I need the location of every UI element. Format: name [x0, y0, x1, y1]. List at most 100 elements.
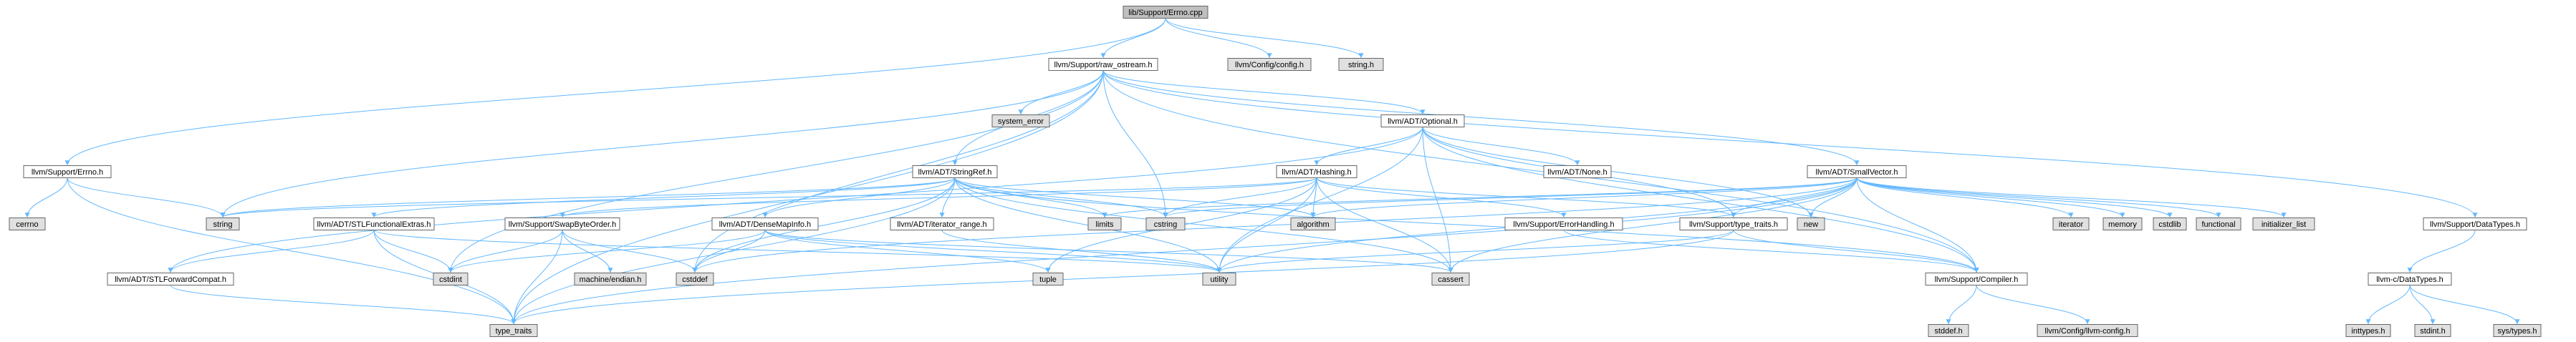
node-label: llvm-c/DataTypes.h	[2376, 275, 2443, 284]
edge-smallvector-to-cstdlib	[1856, 177, 2173, 218]
node-cstring: cstring	[1145, 218, 1186, 230]
node-stringref[interactable]: llvm/ADT/StringRef.h	[912, 165, 998, 178]
node-box	[2345, 324, 2391, 337]
node-sys-types-h: sys/types.h	[2493, 324, 2542, 337]
edge-raw_ostream-to-cstdint	[448, 70, 1104, 273]
node-stlforward[interactable]: llvm/ADT/STLForwardCompat.h	[107, 273, 234, 285]
node-label: stdint.h	[2420, 327, 2445, 336]
node-label: llvm/ADT/STLForwardCompat.h	[115, 275, 226, 284]
node-box	[2153, 218, 2187, 230]
node-box	[1048, 58, 1158, 71]
node-box	[9, 218, 46, 230]
node-datatypes[interactable]: llvm/Support/DataTypes.h	[2423, 218, 2527, 230]
edge-swapbyteorder-to-cstddef	[562, 230, 698, 273]
edge-support_errno-to-string	[67, 177, 226, 218]
node-label: llvm/Support/Errno.h	[32, 168, 103, 177]
edge-errno_cpp-to-support_errno	[64, 18, 1166, 166]
node-label: cstdlib	[2158, 220, 2181, 229]
edge-smallvector-to-iterator	[1856, 177, 2074, 218]
node-label: cerrno	[16, 220, 38, 229]
edge-swapbyteorder-to-type_traits	[511, 230, 563, 325]
node-raw-ostream[interactable]: llvm/Support/raw_ostream.h	[1048, 58, 1158, 71]
edge-optional-to-hashing	[1314, 127, 1423, 166]
node-errorhandling[interactable]: llvm/Support/ErrorHandling.h	[1504, 218, 1623, 230]
node-box	[2037, 324, 2138, 337]
edge-optional-to-new	[1422, 127, 1814, 218]
node-box	[433, 273, 468, 285]
node-label: llvm/ADT/SmallVector.h	[1816, 168, 1898, 177]
node-compiler[interactable]: llvm/Support/Compiler.h	[1925, 273, 2028, 285]
node-algorithm: algorithm	[1290, 218, 1336, 230]
node-box	[1145, 218, 1186, 230]
node-layer: lib/Support/Errno.cpp llvm/Support/raw_os…	[9, 6, 2542, 337]
node-box	[912, 165, 998, 178]
node-cassert: cassert	[1431, 273, 1470, 285]
node-label: llvm/ADT/STLFunctionalExtras.h	[317, 220, 431, 229]
edge-stringref-to-densemapinfo	[762, 177, 956, 218]
node-label: machine/endian.h	[580, 275, 642, 284]
edge-raw_ostream-to-compiler	[1102, 70, 1979, 273]
node-label: llvm/Config/config.h	[1235, 61, 1304, 69]
node-stdint-h: stdint.h	[2414, 324, 2451, 337]
node-new: new	[1797, 218, 1825, 230]
node-box	[313, 218, 435, 230]
edge-hashing-to-type_traits_h	[1316, 177, 1736, 218]
node-machine-endian: machine/endian.h	[574, 273, 647, 285]
node-functional: functional	[2196, 218, 2241, 230]
edge-stringref-to-cstddef	[692, 177, 956, 273]
node-iterator-range[interactable]: llvm/ADT/iterator_range.h	[890, 218, 994, 230]
node-label: string.h	[1348, 61, 1374, 69]
node-hashing[interactable]: llvm/ADT/Hashing.h	[1276, 165, 1357, 178]
node-label: llvm/ADT/DenseMapInfo.h	[719, 220, 811, 229]
edge-raw_ostream-to-cstddef	[692, 70, 1104, 273]
edge-optional-to-stlforward	[168, 127, 1423, 273]
node-box	[1032, 273, 1064, 285]
node-box	[2414, 324, 2451, 337]
node-box	[23, 165, 112, 178]
edge-densemapinfo-to-tuple	[764, 230, 1051, 273]
node-box	[1431, 273, 1470, 285]
edge-smallvector-to-compiler	[1856, 177, 1979, 273]
node-stddef-h: stddef.h	[1928, 324, 1969, 337]
edge-swapbyteorder-to-machine_endian	[562, 230, 613, 273]
node-swapbyteorder[interactable]: llvm/Support/SwapByteOrder.h	[504, 218, 620, 230]
node-label: algorithm	[1297, 220, 1329, 229]
node-errno-cpp[interactable]: lib/Support/Errno.cpp	[1123, 6, 1208, 19]
node-densemapinfo[interactable]: llvm/ADT/DenseMapInfo.h	[711, 218, 819, 230]
edge-smallvector-to-new	[1808, 177, 1857, 218]
node-support-errno[interactable]: llvm/Support/Errno.h	[23, 165, 112, 178]
edge-iterator_range-to-utility	[941, 230, 1222, 273]
node-box	[1543, 165, 1612, 178]
node-c-datatypes[interactable]: llvm-c/DataTypes.h	[2368, 273, 2452, 285]
node-box	[1202, 273, 1236, 285]
node-stlfunctional[interactable]: llvm/ADT/STLFunctionalExtras.h	[313, 218, 435, 230]
node-type-traits: type_traits	[489, 324, 538, 337]
node-label: cstring	[1154, 220, 1177, 229]
node-string-h: string.h	[1338, 58, 1384, 71]
edge-raw_ostream-to-datatypes	[1102, 70, 2478, 218]
edge-stlfunctional-to-stlforward	[168, 230, 375, 273]
node-optional[interactable]: llvm/ADT/Optional.h	[1380, 114, 1465, 127]
edge-densemapinfo-to-cstddef	[692, 230, 766, 273]
node-none-h[interactable]: llvm/ADT/None.h	[1543, 165, 1612, 178]
node-box	[1380, 114, 1465, 127]
edge-hashing-to-swapbyteorder	[559, 177, 1317, 218]
node-box	[107, 273, 234, 285]
node-smallvector[interactable]: llvm/ADT/SmallVector.h	[1807, 165, 1907, 178]
edge-smallvector-to-type_traits	[511, 177, 1857, 325]
edge-stringref-to-cstring	[954, 177, 1168, 218]
node-box	[1276, 165, 1357, 178]
node-label: llvm/ADT/Hashing.h	[1282, 168, 1351, 177]
edge-datatypes-to-c_datatypes	[2407, 230, 2476, 273]
node-type-traits-h[interactable]: llvm/Support/type_traits.h	[1679, 218, 1788, 230]
node-label: lib/Support/Errno.cpp	[1128, 9, 1202, 17]
node-box	[1338, 58, 1384, 71]
edge-stringref-to-stlfunctional	[371, 177, 956, 218]
node-box	[1928, 324, 1969, 337]
node-box	[1925, 273, 2028, 285]
edge-smallvector-to-initializer_list	[1856, 177, 2287, 218]
node-label: llvm/Config/llvm-config.h	[2044, 327, 2130, 336]
node-utility: utility	[1202, 273, 1236, 285]
node-label: llvm/Support/DataTypes.h	[2430, 220, 2520, 229]
edge-hashing-to-cassert	[1316, 177, 1453, 273]
